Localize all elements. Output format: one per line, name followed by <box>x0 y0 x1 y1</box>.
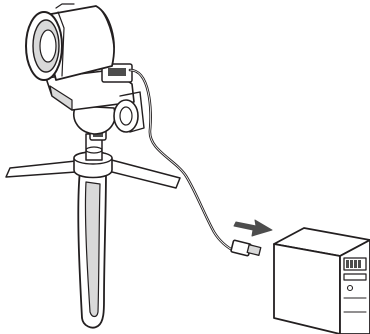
camera-lens-icon <box>25 3 145 133</box>
tripod-icon <box>5 119 181 329</box>
usb-cable-icon <box>128 68 262 257</box>
arrow-right-icon <box>233 219 273 237</box>
desktop-tower-icon <box>273 227 370 334</box>
